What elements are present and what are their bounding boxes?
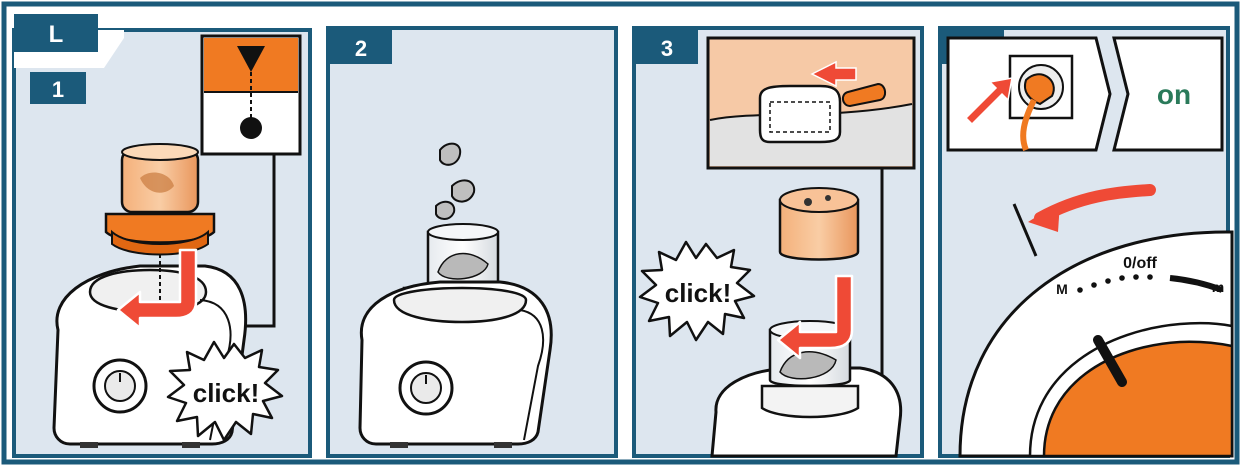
step-3-click-label: click!: [665, 278, 732, 308]
step-1-number: 1: [52, 77, 64, 102]
dial-off-label: 0/off: [1123, 255, 1157, 272]
chopper-lid: [780, 188, 858, 260]
step-2-number: 2: [355, 36, 367, 61]
step-3-number: 3: [661, 36, 673, 61]
step-3-panel: [634, 28, 922, 456]
step-1-inset-icon: [202, 36, 300, 154]
dial-right-label: m: [1212, 279, 1224, 295]
step-2-panel: [328, 28, 616, 456]
section-letter: L: [49, 21, 64, 48]
switch-on-label: on: [1157, 79, 1191, 110]
step-4-number: 4: [967, 36, 980, 61]
step-1-click-label: click!: [193, 378, 260, 408]
blender-base-2: [360, 282, 551, 448]
step-3-inset-detail: [708, 38, 914, 168]
dial-left-label: M: [1056, 281, 1068, 297]
